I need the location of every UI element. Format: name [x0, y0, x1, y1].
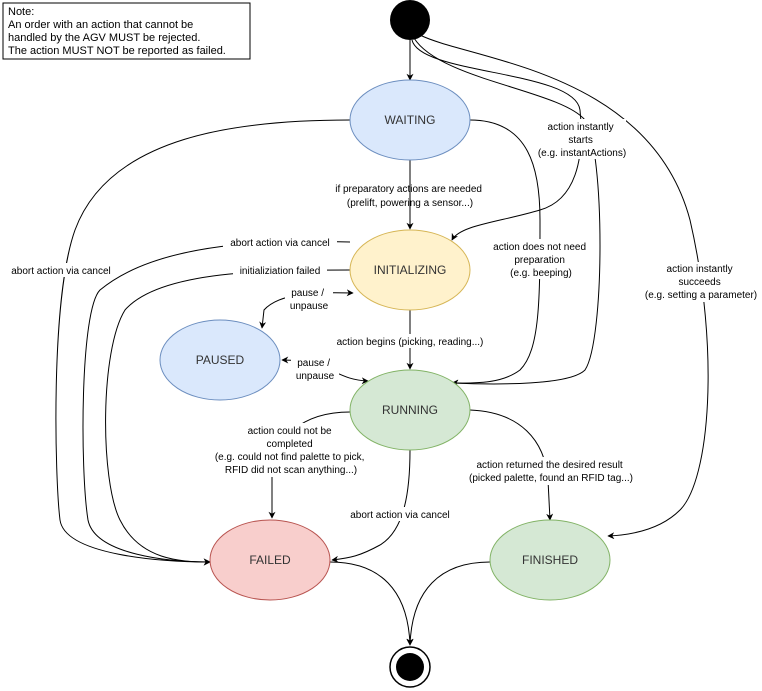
label-no-preparation-line: (e.g. beeping) [510, 268, 572, 279]
label-instantly-starts-line: starts [568, 135, 592, 146]
state-initializing-label: INITIALIZING [374, 263, 447, 277]
label-abort-running: abort action via cancel [350, 510, 450, 521]
edge-waiting-to-running [451, 119, 541, 387]
end-node [389, 646, 431, 688]
label-abort-waiting-line: abort action via cancel [11, 266, 111, 277]
label-no-preparation-line: preparation [514, 255, 565, 266]
edge-labels: if preparatory actions are needed (preli… [5, 119, 762, 521]
state-running-label: RUNNING [382, 403, 438, 417]
label-pause-running: pause / unpause [296, 358, 335, 382]
label-abort-initializing-line: abort action via cancel [230, 238, 330, 249]
edge-finished-to-end [406, 561, 491, 646]
state-waiting-label: WAITING [385, 113, 436, 127]
note-box: Note: An order with an action that canno… [2, 2, 251, 60]
label-could-not-complete-line: RFID did not scan anything...) [225, 465, 357, 476]
edge-failed-to-end [329, 561, 414, 646]
state-paused-label: PAUSED [196, 353, 245, 367]
state-failed: FAILED [209, 519, 331, 601]
label-instantly-succeeds: action instantly succeeds (e.g. setting … [645, 264, 757, 301]
label-no-preparation: action does not need preparation (e.g. b… [493, 242, 589, 279]
label-preparatory-line: if preparatory actions are needed [335, 184, 482, 195]
label-could-not-complete-line: (e.g. could not find palette to pick, [215, 452, 365, 463]
label-abort-waiting: abort action via cancel [11, 266, 111, 277]
label-instantly-starts-line: (e.g. instantActions) [538, 148, 626, 159]
label-abort-initializing: abort action via cancel [230, 238, 330, 249]
edge-running-to-failed-abort [331, 449, 411, 563]
label-action-begins-line: action begins (picking, reading...) [337, 337, 484, 348]
label-action-begins: action begins (picking, reading...) [337, 337, 484, 348]
label-returned-result: action returned the desired result (pick… [469, 460, 633, 484]
edge-initializing-to-failed-init [105, 269, 351, 566]
label-pause-running-line: unpause [296, 371, 335, 382]
label-could-not-complete: action could not be completed (e.g. coul… [215, 426, 367, 476]
label-instantly-starts-line: action instantly [548, 122, 614, 133]
label-instantly-starts: action instantly starts (e.g. instantAct… [538, 122, 626, 159]
label-pause-init: pause / unpause [290, 288, 329, 312]
label-could-not-complete-line: completed [267, 439, 313, 450]
label-preparatory-line: (prelift, powering a sensor...) [347, 198, 473, 209]
label-returned-result-line: (picked palette, found an RFID tag...) [469, 473, 633, 484]
state-finished-label: FINISHED [522, 553, 578, 567]
state-waiting: WAITING [349, 79, 471, 161]
label-returned-result-line: action returned the desired result [477, 460, 623, 471]
label-pause-init-line: pause / [291, 288, 324, 299]
label-pause-running-line: pause / [297, 358, 330, 369]
edge-start-to-running [413, 37, 601, 387]
start-node [390, 0, 430, 40]
label-preparatory: if preparatory actions are needed (preli… [335, 184, 485, 209]
note-line: handled by the AGV MUST be rejected. [8, 32, 200, 44]
label-no-preparation-line: action does not need [493, 242, 586, 253]
label-could-not-complete-line: action could not be [248, 426, 332, 437]
state-initializing: INITIALIZING [349, 229, 471, 311]
state-finished: FINISHED [489, 519, 611, 601]
label-pause-init-line: unpause [290, 301, 329, 312]
state-running: RUNNING [349, 369, 471, 451]
label-instantly-succeeds-line: succeeds [678, 277, 720, 288]
label-abort-running-line: abort action via cancel [350, 510, 450, 521]
note-line: An order with an action that cannot be [8, 19, 193, 31]
state-failed-label: FAILED [249, 553, 291, 567]
label-instantly-succeeds-line: (e.g. setting a parameter) [645, 290, 757, 301]
label-instantly-succeeds-line: action instantly [667, 264, 733, 275]
label-init-failed: initializiation failed [240, 266, 321, 277]
label-init-failed-line: initializiation failed [240, 266, 321, 277]
state-paused: PAUSED [159, 319, 281, 401]
note-line: The action MUST NOT be reported as faile… [8, 45, 226, 57]
note-line: Note: [8, 6, 34, 18]
edge-waiting-to-failed [55, 119, 351, 566]
